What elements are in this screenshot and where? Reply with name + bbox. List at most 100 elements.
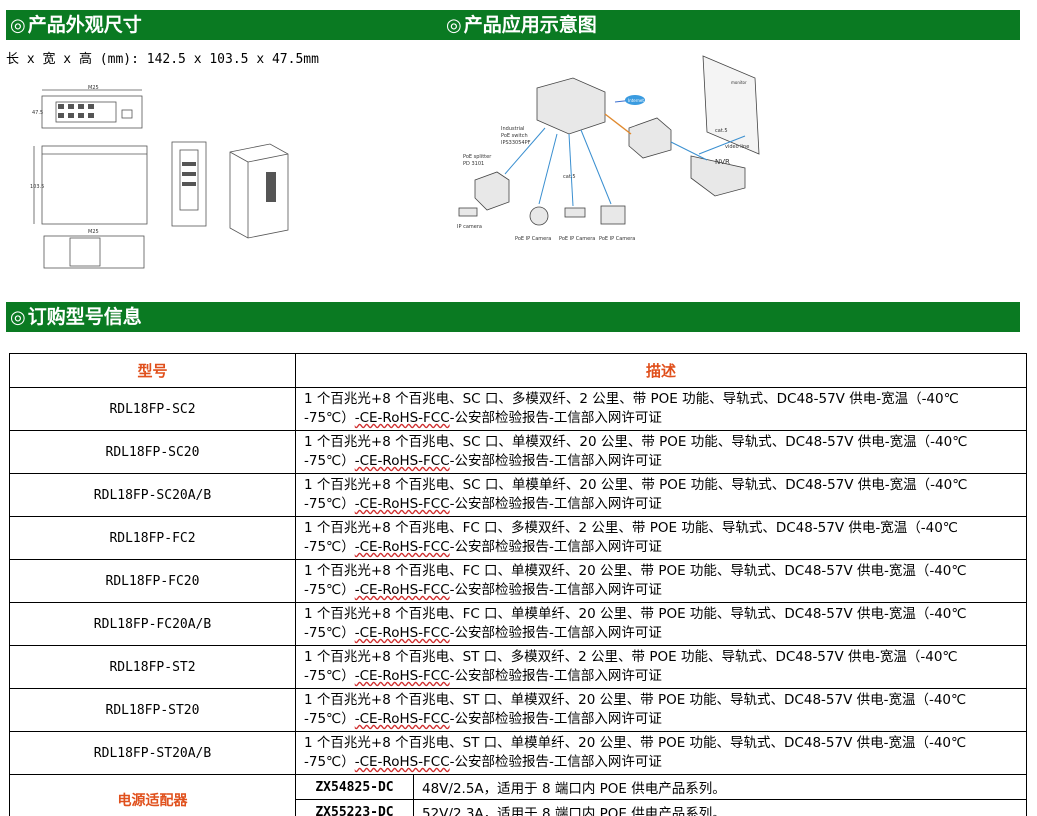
converter-device [628,117,672,159]
desc-line2b: -CE-RoHS-FCC [354,410,450,426]
svg-text:video line: video line [725,144,749,150]
table-row: RDL18FP-SC20 1 个百兆光+8 个百兆电、SC 口、单模双纤、20 公… [9,430,1027,474]
application-diagram: Industrial PoE switch IPS33054PF PoE spl… [457,55,760,242]
bullet-icon: ◎ [10,307,26,328]
section-header-ordering: ◎订购型号信息 [6,302,1020,332]
power-adapter-model: ZX55223-DC [295,799,414,816]
desc-line2b: -CE-RoHS-FCC [354,453,450,469]
desc-line2b: -CE-RoHS-FCC [354,625,450,641]
svg-text:PoE IP Camera: PoE IP Camera [515,236,551,242]
svg-text:Internet: Internet [628,98,644,103]
model-cell: RDL18FP-SC2 [9,387,296,431]
desc-line2b: -CE-RoHS-FCC [354,539,450,555]
table-row: RDL18FP-ST20A/B 1 个百兆光+8 个百兆电、ST 口、单模单纤、2… [9,731,1027,775]
dome-camera [529,206,549,226]
desc-line2b: -CE-RoHS-FCC [354,711,450,727]
desc-line1: 1 个百兆光+8 个百兆电、SC 口、多模双纤、2 公里、带 POE 功能、导轨… [304,391,959,407]
desc-line2c: -公安部检验报告-工信部入网许可证 [449,754,662,770]
power-adapter-label: 电源适配器 [9,774,296,816]
ip-camera [458,207,478,217]
desc-line2c: -公安部检验报告-工信部入网许可证 [449,539,662,555]
dslr-camera [600,205,626,225]
dim-label: 47.5 [32,110,43,116]
power-adapter-model: ZX54825-DC [295,774,414,800]
desc-cell: 1 个百兆光+8 个百兆电、ST 口、多模双纤、2 公里、带 POE 功能、导轨… [295,645,1027,689]
nvr-device [690,155,746,197]
desc-cell: 1 个百兆光+8 个百兆电、ST 口、单模单纤、20 公里、带 POE 功能、导… [295,731,1027,775]
dim-label: 103.5 [30,184,44,190]
desc-line2b: -CE-RoHS-FCC [354,496,450,512]
table-row: RDL18FP-FC20 1 个百兆光+8 个百兆电、FC 口、单模双纤、20 公… [9,559,1027,603]
bullet-camera [564,207,586,218]
svg-text:PoE splitter: PoE splitter [463,154,492,160]
col-header-desc: 描述 [295,353,1027,388]
desc-line2a: -75℃） [304,625,355,641]
svg-text:PoE switch: PoE switch [501,133,528,139]
section-header-appearance: ◎产品外观尺寸 ◎产品应用示意图 [6,10,1020,40]
desc-line2a: -75℃） [304,711,355,727]
desc-line2a: -75℃） [304,453,355,469]
svg-text:NVR: NVR [715,158,730,166]
iso-view-outline [229,143,289,239]
front-view-outline [41,145,148,225]
svg-text:IP camera: IP camera [457,224,482,230]
desc-line2a: -75℃） [304,668,355,684]
desc-cell: 1 个百兆光+8 个百兆电、FC 口、单模单纤、20 公里、带 POE 功能、导… [295,602,1027,646]
svg-text:PoE IP Camera: PoE IP Camera [559,236,595,242]
svg-text:monitor: monitor [731,80,747,85]
bottom-view-outline [43,235,145,269]
switch-device [536,77,606,135]
model-cell: RDL18FP-FC20 [9,559,296,603]
bullet-icon: ◎ [446,15,462,36]
dim-label: M25 [88,229,99,235]
model-cell: RDL18FP-FC20A/B [9,602,296,646]
desc-line1: 1 个百兆光+8 个百兆电、SC 口、单模双纤、20 公里、带 POE 功能、导… [304,434,968,450]
desc-cell: 1 个百兆光+8 个百兆电、SC 口、单模单纤、20 公里、带 POE 功能、导… [295,473,1027,517]
desc-cell: 1 个百兆光+8 个百兆电、SC 口、单模双纤、20 公里、带 POE 功能、导… [295,430,1027,474]
desc-cell: 1 个百兆光+8 个百兆电、SC 口、多模双纤、2 公里、带 POE 功能、导轨… [295,387,1027,431]
model-cell: RDL18FP-SC20A/B [9,473,296,517]
desc-line2c: -公安部检验报告-工信部入网许可证 [449,453,662,469]
desc-line2c: -公安部检验报告-工信部入网许可证 [449,625,662,641]
desc-line1: 1 个百兆光+8 个百兆电、ST 口、单模双纤、20 公里、带 POE 功能、导… [304,692,967,708]
monitor-device [702,55,760,155]
svg-text:PoE IP Camera: PoE IP Camera [599,236,635,242]
model-cell: RDL18FP-ST20A/B [9,731,296,775]
desc-line2a: -75℃） [304,410,355,426]
model-cell: RDL18FP-ST2 [9,645,296,689]
power-adapter-desc: 48V/2.5A，适用于 8 端口内 POE 供电产品系列。 [413,774,1027,800]
col-header-model: 型号 [9,353,296,388]
dim-label: M25 [88,85,99,91]
poe-splitter-device [474,171,510,211]
desc-line2c: -公安部检验报告-工信部入网许可证 [449,410,662,426]
model-cell: RDL18FP-FC2 [9,516,296,560]
dimensions-text: 长 x 宽 x 高 (mm): 142.5 x 103.5 x 47.5mm [6,52,319,67]
desc-line2c: -公安部检验报告-工信部入网许可证 [449,496,662,512]
svg-text:IPS33054PF: IPS33054PF [501,140,531,146]
desc-cell: 1 个百兆光+8 个百兆电、FC 口、单模双纤、20 公里、带 POE 功能、导… [295,559,1027,603]
table-row: RDL18FP-ST2 1 个百兆光+8 个百兆电、ST 口、多模双纤、2 公里、… [9,645,1027,689]
power-adapter-desc: 52V/2.3A，适用于 8 端口内 POE 供电产品系列。 [413,799,1027,816]
bullet-icon: ◎ [10,15,26,36]
desc-line2b: -CE-RoHS-FCC [354,754,450,770]
desc-line2a: -75℃） [304,754,355,770]
svg-text:cat.5: cat.5 [715,128,728,134]
svg-text:Industrial: Industrial [501,126,524,132]
desc-line2b: -CE-RoHS-FCC [354,582,450,598]
desc-line1: 1 个百兆光+8 个百兆电、ST 口、单模单纤、20 公里、带 POE 功能、导… [304,735,967,751]
desc-line2a: -75℃） [304,582,355,598]
model-cell: RDL18FP-SC20 [9,430,296,474]
top-view-outline [41,95,143,129]
desc-line1: 1 个百兆光+8 个百兆电、FC 口、单模双纤、20 公里、带 POE 功能、导… [304,563,967,579]
application-title: ◎产品应用示意图 [446,14,597,36]
desc-cell: 1 个百兆光+8 个百兆电、FC 口、多模双纤、2 公里、带 POE 功能、导轨… [295,516,1027,560]
desc-line2c: -公安部检验报告-工信部入网许可证 [449,668,662,684]
desc-line1: 1 个百兆光+8 个百兆电、FC 口、单模单纤、20 公里、带 POE 功能、导… [304,606,967,622]
desc-line2c: -公安部检验报告-工信部入网许可证 [449,711,662,727]
desc-line1: 1 个百兆光+8 个百兆电、ST 口、多模双纤、2 公里、带 POE 功能、导轨… [304,649,958,665]
internet-cloud-icon [625,95,645,105]
table-row: RDL18FP-FC20A/B 1 个百兆光+8 个百兆电、FC 口、单模单纤、2… [9,602,1027,646]
